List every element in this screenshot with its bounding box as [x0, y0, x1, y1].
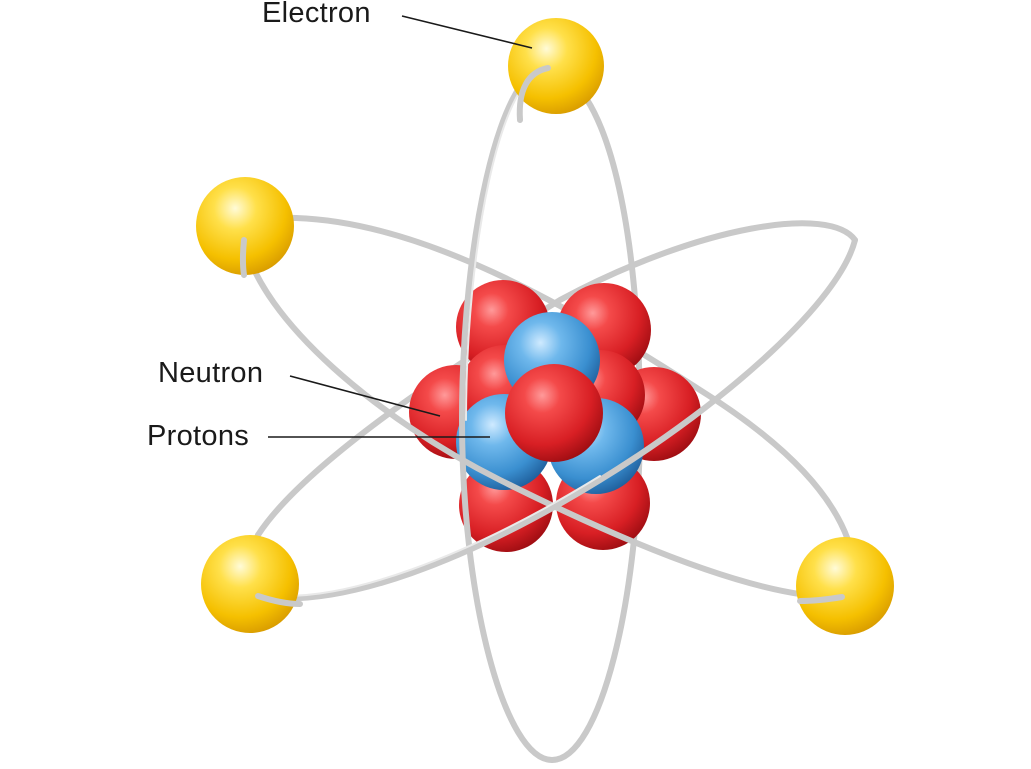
electron-sphere	[508, 18, 604, 114]
label-electron: Electron	[262, 0, 371, 29]
electrons	[196, 18, 894, 635]
neutron-leader-line	[289, 375, 441, 417]
electron-sphere	[201, 535, 299, 633]
orbit-diagonal-a-back	[293, 215, 851, 543]
orbit-diagonal-b-front	[255, 237, 858, 602]
orbit-over-electron	[516, 65, 551, 123]
orbit-diagonal-b-back	[255, 220, 858, 538]
proton-sphere	[505, 364, 603, 462]
orbit-diagonal-a-front	[241, 237, 845, 601]
label-protons: Protons	[147, 420, 249, 452]
orbit-vertical-front	[458, 65, 555, 763]
orbit-over-electron	[255, 593, 303, 607]
orbit-over-electron	[797, 594, 845, 604]
electron-leader-line	[401, 15, 533, 49]
orbit-over-electron	[239, 237, 247, 278]
electron-sphere	[196, 177, 294, 275]
label-neutron: Neutron	[158, 357, 263, 389]
labels: Electron Neutron Protons	[147, 0, 533, 452]
electron-sphere	[796, 537, 894, 635]
nucleus	[409, 280, 701, 552]
